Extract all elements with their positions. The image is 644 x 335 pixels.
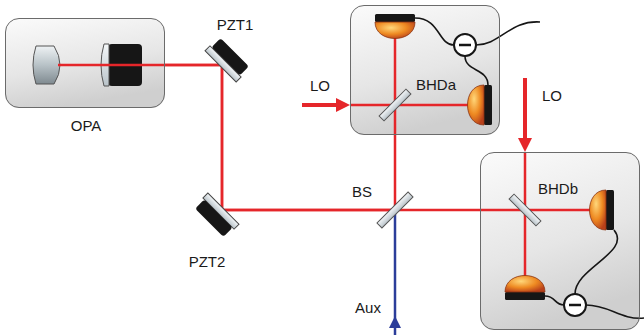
aux-arrowhead: [389, 316, 401, 328]
beam-splitter-plate: [377, 192, 413, 228]
detector-base: [484, 85, 492, 125]
text-holder: LO: [310, 77, 330, 95]
text-holder: Aux: [355, 299, 381, 317]
photodiode: [375, 22, 415, 39]
pzt-mirror: [194, 193, 239, 238]
beam-label: Aux: [355, 299, 381, 316]
beam: [394, 38, 397, 135]
beam-splitter-plate: [509, 194, 541, 226]
detector-base: [375, 14, 415, 22]
beam-splitter: [509, 194, 541, 226]
beam: [480, 209, 590, 212]
wire: [415, 18, 454, 45]
minus-sign: [569, 304, 581, 307]
wire: [586, 305, 644, 318]
subtractor-symbol: [564, 294, 586, 316]
detector-housing: [480, 152, 640, 330]
mirror-mount: [195, 199, 232, 236]
pzt-mirror: [205, 37, 250, 82]
text-holder: PZT2: [189, 253, 226, 271]
text-holder: BS: [352, 183, 372, 201]
photodiode: [505, 276, 545, 293]
component-label: PZT1: [217, 16, 254, 33]
text-holder: OPA: [71, 117, 102, 135]
lo-beam: [302, 103, 338, 107]
detector-base: [606, 190, 614, 230]
wire: [476, 22, 540, 45]
lo-beam: [523, 78, 527, 140]
box-label: BHDa: [416, 76, 456, 93]
beam-splitter: [379, 89, 411, 121]
detector-box: BHDb: [480, 152, 640, 330]
subtractor-symbol: [454, 34, 476, 56]
crystal: [33, 46, 60, 84]
box-label: BHDb: [538, 180, 578, 197]
opa-housing: [5, 18, 165, 108]
beam-splitter-plate: [379, 89, 411, 121]
beam: [350, 104, 470, 107]
wire: [465, 56, 488, 85]
photodiode: [468, 85, 485, 125]
beam-splitter: [377, 192, 413, 228]
beam-label: LO: [542, 87, 562, 104]
opa-box: OPA: [5, 18, 165, 108]
wire: [545, 296, 564, 305]
laser-beam: [165, 65, 395, 210]
box-label: OPA: [71, 117, 102, 134]
beam-label: LO: [310, 77, 330, 94]
minus-sign: [459, 44, 471, 47]
lo-arrowhead: [336, 98, 350, 112]
detector-box: BHDa: [350, 5, 500, 135]
beam: [58, 64, 165, 67]
component-label: PZT2: [189, 253, 226, 270]
text-holder: BHDb: [538, 180, 578, 198]
wire: [575, 230, 618, 294]
text-holder: LO: [542, 87, 562, 105]
mirror: [205, 46, 241, 82]
detector-housing: [350, 5, 500, 135]
photodiode: [590, 190, 607, 230]
detector-base: [505, 292, 545, 300]
text-holder: PZT1: [217, 16, 254, 34]
lo-arrowhead: [518, 138, 532, 152]
laser-beam: [165, 65, 480, 210]
text-holder: BHDa: [416, 76, 456, 94]
component-label: BS: [352, 183, 372, 200]
